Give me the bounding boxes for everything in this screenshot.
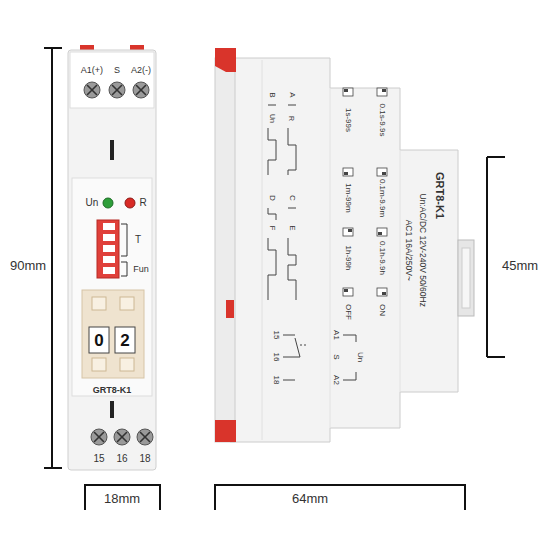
terminal-number: 18: [139, 454, 150, 464]
terminal-name: A2: [332, 375, 340, 385]
led-name: Un: [86, 198, 99, 208]
terminal-number: 18: [272, 376, 280, 385]
time-range: 1s-99s: [344, 108, 352, 132]
terminal-name: A1(+): [81, 66, 103, 75]
time-range: 0.1h-9.9h: [378, 241, 386, 275]
terminal-name: S: [332, 354, 340, 359]
signal-name: Un: [268, 114, 275, 123]
terminal-number: 16: [272, 353, 280, 362]
time-range: 1m-99m: [344, 183, 352, 212]
function-letter: D: [268, 195, 276, 201]
time-range: 1h-99h: [344, 246, 352, 271]
switch-state: ON: [378, 304, 386, 316]
terminal-name: S: [114, 66, 120, 75]
dial-digit: 0: [94, 332, 103, 349]
switch-name: T: [135, 235, 141, 245]
function-letter: A: [288, 92, 296, 97]
terminal-name: A2(-): [131, 66, 151, 75]
model-name: GRT8-K1: [435, 171, 446, 218]
dimension: 90mm: [10, 259, 46, 272]
led-name: R: [139, 198, 146, 208]
switch-state: OFF: [344, 304, 352, 320]
dimension: 64mm: [292, 492, 328, 505]
signal-name: R: [289, 115, 296, 120]
function-letter: B: [268, 92, 276, 97]
terminal-number: 15: [93, 454, 104, 464]
terminal-number: 16: [116, 454, 127, 464]
dimension: 18mm: [104, 492, 140, 505]
function-letter: C: [288, 195, 296, 201]
terminal-name: A1: [332, 330, 340, 340]
rating-text: Un:AC/DC 12V-240V 50/60Hz: [419, 193, 428, 306]
signal-name: Un: [356, 352, 364, 362]
dial-digit: 2: [120, 332, 129, 349]
function-letter: E: [288, 225, 296, 230]
dimension: 45mm: [502, 259, 538, 272]
time-range: 0.1s-9.9s: [378, 104, 386, 137]
switch-name: Fun: [133, 265, 149, 274]
function-letter: F: [268, 226, 276, 231]
model-name: GRT8-K1: [93, 386, 132, 395]
rating-text: AC1 16A/250V~: [405, 219, 414, 280]
time-range: 0.1m-9.9m: [378, 179, 386, 217]
terminal-number: 15: [272, 331, 280, 340]
